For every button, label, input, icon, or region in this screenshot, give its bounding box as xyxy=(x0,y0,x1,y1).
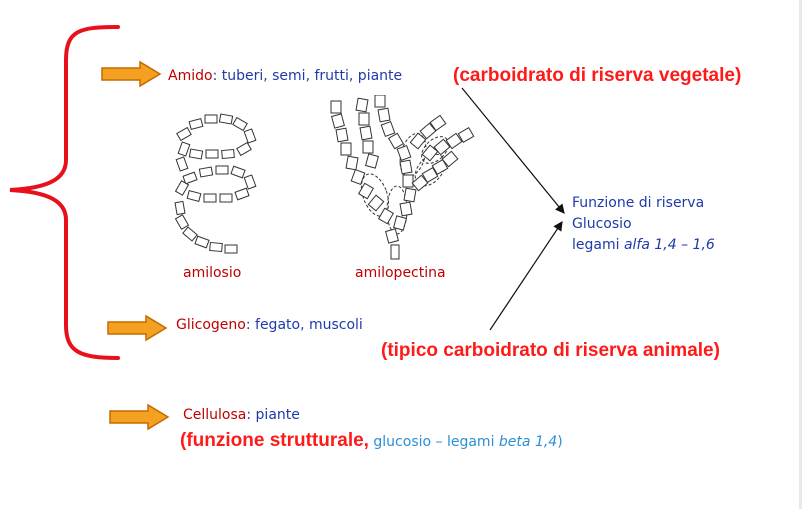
glicogeno-note: (tipico carboidrato di riserva animale) xyxy=(381,340,720,361)
amido-arrow-icon xyxy=(101,60,162,88)
glicogeno-line: Glicogeno: fegato, muscoli xyxy=(176,317,363,333)
cellulosa-line: Cellulosa: piante xyxy=(183,407,300,423)
amido-note: (carboidrato di riserva vegetale) xyxy=(453,65,742,86)
funzione-line3: legami alfa 1,4 – 1,6 xyxy=(572,237,715,253)
funzione-line1: Funzione di riserva xyxy=(572,195,705,211)
curly-brace xyxy=(9,25,120,360)
funzione-line2: Glucosio xyxy=(572,216,632,232)
cellulosa-term: Cellulosa xyxy=(183,407,247,423)
amilosio-label: amilosio xyxy=(183,265,242,281)
glicogeno-sources: fegato, muscoli xyxy=(250,317,363,333)
cellulosa-sources: piante xyxy=(251,407,300,423)
amilopectina-label: amilopectina xyxy=(355,265,446,281)
amido-line: Amido: tuberi, semi, frutti, piante xyxy=(168,68,403,84)
amido-sources: tuberi, semi, frutti, piante xyxy=(217,68,403,84)
cellulosa-note: (funzione strutturale, glucosio – legami… xyxy=(180,430,563,451)
glicogeno-term: Glicogeno xyxy=(176,317,246,333)
amido-term: Amido xyxy=(168,68,213,84)
glicogeno-arrow-icon xyxy=(107,314,168,342)
amilosio-helix-diagram xyxy=(174,113,257,254)
amilopectina-branched-diagram xyxy=(330,95,475,260)
slide-edge xyxy=(799,0,802,509)
cellulosa-arrow-icon xyxy=(109,403,170,431)
